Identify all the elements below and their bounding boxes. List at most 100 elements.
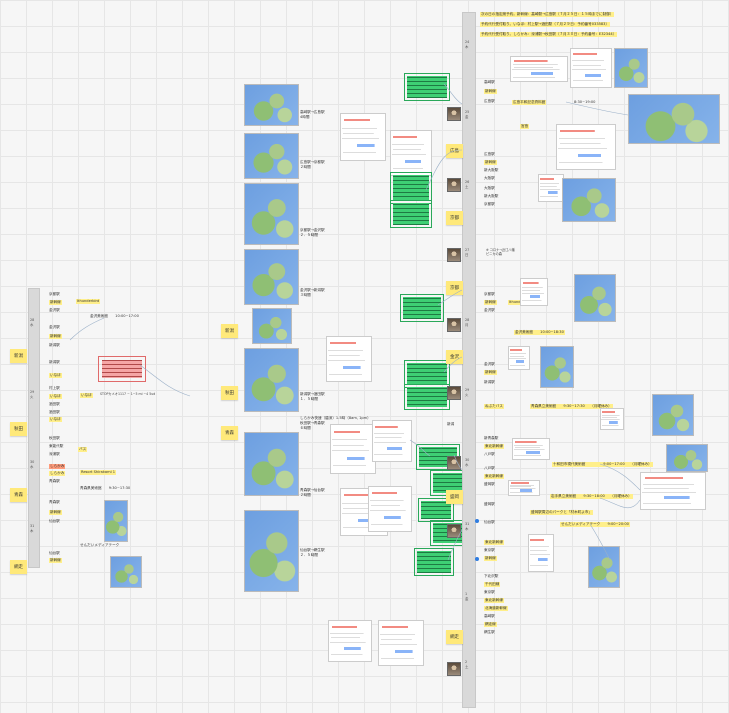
map-image[interactable] <box>104 500 128 542</box>
note-card[interactable] <box>404 73 450 101</box>
screenshot-thumbnail[interactable] <box>520 278 548 306</box>
document-thumbnail[interactable] <box>368 486 412 532</box>
note-card[interactable] <box>98 356 146 382</box>
header-note: 予約代行受付取り。しらかみ：深浦駅→秋田駅（７月３０日：予約番号：E32344） <box>480 32 617 37</box>
station-label: 広島駅 <box>484 152 495 157</box>
avatar[interactable] <box>447 524 461 538</box>
document-thumbnail[interactable] <box>340 113 386 161</box>
map-image[interactable] <box>244 133 299 179</box>
note-card[interactable] <box>414 548 454 576</box>
screenshot-thumbnail[interactable] <box>508 480 540 496</box>
screenshot-thumbnail[interactable] <box>570 48 612 88</box>
station-label: 新幹線 <box>484 89 497 94</box>
area-label-niigata[interactable]: 新潟 <box>10 349 27 363</box>
map-image[interactable] <box>614 48 648 88</box>
timeline-day: 31木 <box>465 522 469 531</box>
station-label: 千代田線 <box>484 582 500 587</box>
screenshot-thumbnail[interactable] <box>512 438 550 460</box>
area-label-kanazawa[interactable]: 金沢 <box>446 350 463 364</box>
note-card[interactable] <box>400 294 444 322</box>
bus-label: ねぶたバス <box>484 404 504 409</box>
station-label: 新幹線 <box>49 510 62 515</box>
area-label-hiroshima[interactable]: 広島 <box>446 144 463 158</box>
table-thumbnail[interactable] <box>556 124 616 170</box>
station-label: 新幹線 <box>49 300 62 305</box>
station-label: 八戸駅 <box>484 452 495 457</box>
screenshot-thumbnail[interactable] <box>510 56 568 82</box>
header-note: 次の日の指定席予約。新幹線：高崎駅→広島駅（７月２５日：１５時までに制御） <box>480 12 614 17</box>
train-label: いなほ <box>80 393 93 398</box>
area-label-niigata[interactable]: 新潟 <box>221 324 238 338</box>
timeline-day: 1金 <box>465 592 468 601</box>
avatar[interactable] <box>447 386 461 400</box>
area-label-abashiri[interactable]: 網走 <box>446 630 463 644</box>
station-label: 高崎駅 <box>484 80 495 85</box>
station-label: 仙台駅 <box>49 551 60 556</box>
avatar[interactable] <box>447 107 461 121</box>
area-label-akita[interactable]: 秋田 <box>221 386 238 400</box>
avatar[interactable] <box>447 456 461 470</box>
map-image[interactable] <box>110 556 142 588</box>
document-thumbnail[interactable] <box>372 420 412 462</box>
station-label: 新幹線 <box>49 558 62 563</box>
avatar[interactable] <box>447 178 461 192</box>
station-label: 下北沢駅 <box>484 574 498 579</box>
area-label-abashiri[interactable]: 網走 <box>10 560 27 574</box>
map-image[interactable] <box>574 274 616 322</box>
area-label-kyoto[interactable]: 京都 <box>446 281 463 295</box>
document-thumbnail[interactable] <box>330 424 376 474</box>
station-label: 新幹線 <box>484 300 497 305</box>
route-label: 仙台駅→網生駅 ２．５時間 <box>300 548 325 558</box>
station-label: 酒田駅 <box>49 410 60 415</box>
screenshot-thumbnail[interactable] <box>600 408 624 430</box>
avatar[interactable] <box>447 248 461 262</box>
avatar[interactable] <box>447 662 461 676</box>
area-label-aomori[interactable]: 青森 <box>10 488 27 502</box>
screenshot-thumbnail[interactable] <box>640 472 706 510</box>
map-image[interactable] <box>588 546 620 588</box>
document-thumbnail[interactable] <box>390 130 432 176</box>
area-label-kyoto[interactable]: 京都 <box>446 211 463 225</box>
map-image[interactable] <box>666 444 708 472</box>
map-image[interactable] <box>252 308 292 344</box>
station-label: 網生駅 <box>484 630 495 635</box>
header-note: 予約代行受付取り。いなほ：村上駅→酒田駅（７月２９日：予約番号033583） <box>480 22 610 27</box>
avatar[interactable] <box>447 318 461 332</box>
station-label: 東北新幹線 <box>484 474 504 479</box>
map-image[interactable] <box>244 249 299 305</box>
screenshot-thumbnail[interactable] <box>528 534 554 572</box>
train-label: しらかみ <box>49 471 65 476</box>
event-label: せんだいメディアテーク 9:00~20:00 <box>560 522 630 527</box>
station-label: 青森駅 <box>49 500 60 505</box>
map-image[interactable] <box>562 178 616 222</box>
map-image[interactable] <box>244 348 299 412</box>
map-image[interactable] <box>244 432 299 496</box>
area-label-morioka[interactable]: 盛岡 <box>446 490 463 504</box>
map-image[interactable] <box>244 510 299 592</box>
station-label: 金沢駅 <box>49 325 60 330</box>
map-image[interactable] <box>540 346 574 388</box>
screenshot-thumbnail[interactable] <box>538 174 564 202</box>
station-label: 新幹線 <box>49 334 62 339</box>
map-image[interactable] <box>628 94 720 144</box>
map-image[interactable] <box>244 84 299 126</box>
document-thumbnail[interactable] <box>378 620 424 666</box>
timeline-day: 30水 <box>465 458 469 467</box>
area-label-aomori[interactable]: 青森 <box>221 426 238 440</box>
route-label: 高崎駅→広島駅 4時間 <box>300 110 325 120</box>
station-label: 東京駅 <box>484 590 495 595</box>
screenshot-thumbnail[interactable] <box>508 346 530 370</box>
document-thumbnail[interactable] <box>328 620 372 662</box>
station-label: 盛岡駅 <box>484 502 495 507</box>
note-card[interactable] <box>404 384 450 410</box>
station-label: 東能代駅 <box>49 444 63 449</box>
station-label: 東北新幹線 <box>484 444 504 449</box>
map-image[interactable] <box>652 394 694 436</box>
map-image[interactable] <box>244 183 299 245</box>
station-label: 仙台駅 <box>49 519 60 524</box>
note-card[interactable] <box>390 200 432 228</box>
document-thumbnail[interactable] <box>326 336 372 382</box>
area-label-akita[interactable]: 秋田 <box>10 422 27 436</box>
